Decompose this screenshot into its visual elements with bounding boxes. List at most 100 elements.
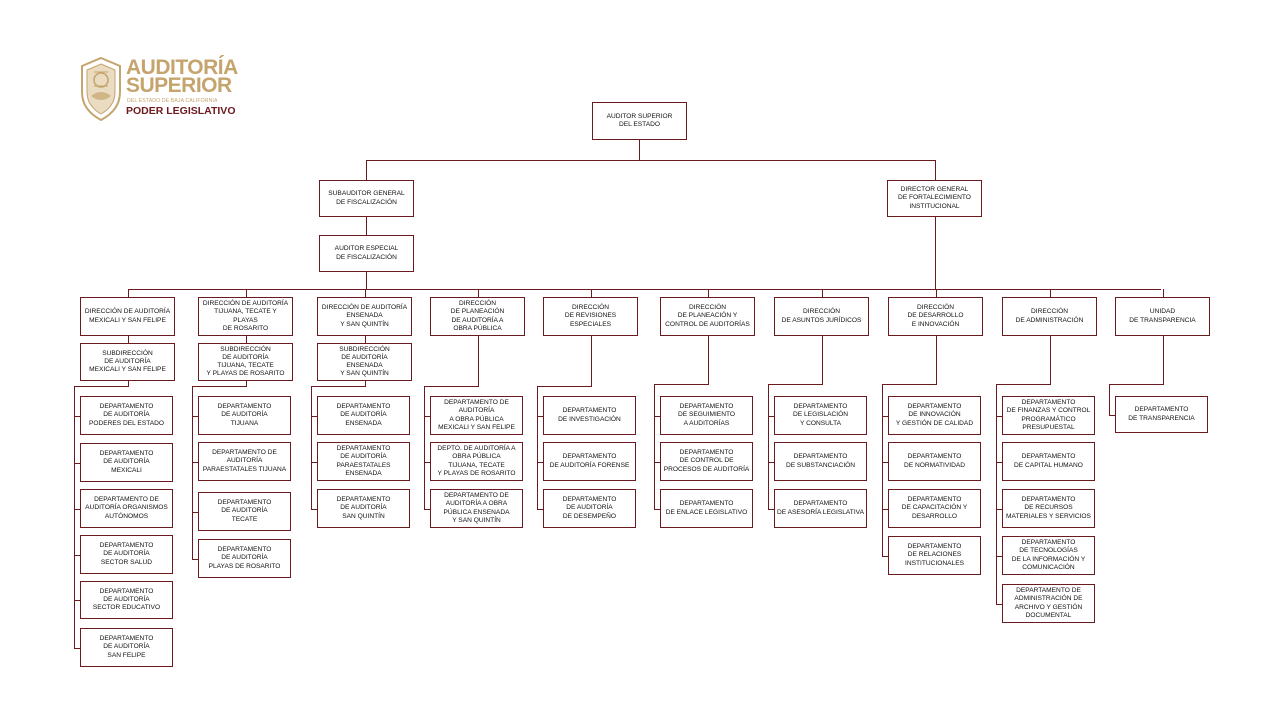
department-box: DEPARTAMENTO DE SEGUIMIENTO A AUDITORÍAS [660, 396, 753, 435]
connector-line [768, 384, 769, 510]
connector-line [311, 509, 318, 510]
connector-line [996, 604, 1003, 605]
department-box: DEPTO. DE AUDITORÍA A OBRA PÚBLICA TIJUA… [430, 442, 523, 481]
connector-line [996, 384, 1051, 385]
connector-line [192, 386, 193, 560]
subdirection-box: SUBDIRECCIÓN DE AUDITORÍA TIJUANA, TECAT… [198, 343, 293, 381]
connector-line [424, 462, 431, 463]
connector-line [1109, 384, 1110, 416]
connector-line [311, 416, 318, 417]
connector-line [366, 160, 367, 181]
auditor-especial-box: AUDITOR ESPECIAL DE FISCALIZACIÓN [319, 235, 414, 272]
department-box: DEPARTAMENTO DE AUDITORÍA A OBRA PÚBLICA… [430, 396, 523, 435]
department-box: DEPARTAMENTO DE AUDITORÍA PARAESTATALES … [198, 442, 291, 481]
department-box: DEPARTAMENTO DE AUDITORÍA PLAYAS DE ROSA… [198, 539, 291, 578]
connector-line [996, 509, 1003, 510]
department-box: DEPARTAMENTO DE RECURSOS MATERIALES Y SE… [1002, 489, 1095, 528]
connector-line [365, 289, 366, 298]
direction-box: DIRECCIÓN DE PLANEACIÓN DE AUDITORÍA A O… [430, 297, 525, 336]
department-box: DEPARTAMENTO DE AUDITORÍA FORENSE [543, 442, 636, 481]
connector-line [882, 384, 937, 385]
connector-line [478, 336, 479, 387]
connector-line [882, 556, 889, 557]
department-box: DEPARTAMENTO DE AUDITORÍA SAN FELIPE [80, 628, 173, 667]
connector-line [128, 381, 129, 387]
seal-icon [81, 56, 121, 122]
connector-line [74, 600, 81, 601]
connector-line [654, 384, 709, 385]
connector-line [365, 381, 366, 387]
connector-line [74, 509, 81, 510]
connector-line [768, 509, 775, 510]
logo-subtitle: DEL ESTADO DE BAJA CALIFORNIA [127, 98, 218, 104]
direction-box: DIRECCIÓN DE AUDITORÍA MEXICALI Y SAN FE… [80, 297, 175, 336]
connector-line [537, 386, 592, 387]
connector-line [311, 386, 366, 387]
connector-line [936, 336, 937, 385]
connector-line [1050, 336, 1051, 385]
connector-line [1163, 336, 1164, 385]
connector-line [192, 462, 199, 463]
connector-line [74, 555, 81, 556]
logo-branch: PODER LEGISLATIVO [126, 105, 236, 117]
connector-line [996, 462, 1003, 463]
department-box: DEPARTAMENTO DE NORMATIVIDAD [888, 442, 981, 481]
connector-line [311, 462, 318, 463]
department-box: DEPARTAMENTO DE INVESTIGACIÓN [543, 396, 636, 435]
connector-line [246, 289, 247, 298]
department-box: DEPARTAMENTO DE AUDITORÍA PODERES DEL ES… [80, 396, 173, 435]
connector-line [424, 509, 431, 510]
department-box: DEPARTAMENTO DE AUDITORÍA ENSENADA [317, 396, 410, 435]
connector-line [996, 416, 1003, 417]
subauditor-box: SUBAUDITOR GENERAL DE FISCALIZACIÓN [319, 180, 414, 217]
department-box: DEPARTAMENTO DE SUBSTANCIACIÓN [774, 442, 867, 481]
department-box: DEPARTAMENTO DE AUDITORÍA SECTOR SALUD [80, 535, 173, 574]
logo-word-auditoria: AUDITORÍA [126, 56, 238, 79]
connector-line [246, 336, 247, 344]
department-box: DEPARTAMENTO DE AUDITORÍA MEXICALI [80, 443, 173, 482]
direction-box: DIRECCIÓN DE DESARROLLO E INNOVACIÓN [888, 297, 983, 336]
connector-line [708, 336, 709, 385]
director-general-box: DIRECTOR GENERAL DE FORTALECIMIENTO INST… [887, 180, 982, 217]
connector-line [935, 160, 936, 181]
connector-line [537, 462, 544, 463]
connector-line [654, 509, 661, 510]
department-box: DEPARTAMENTO DE ENLACE LEGISLATIVO [660, 489, 753, 528]
department-box: DEPARTAMENTO DE TECNOLOGÍAS DE LA INFORM… [1002, 536, 1095, 575]
connector-line [1109, 415, 1116, 416]
department-box: DEPARTAMENTO DE AUDITORÍA TECATE [198, 492, 291, 531]
connector-line [424, 386, 425, 510]
connector-line [822, 336, 823, 385]
connector-line [768, 462, 775, 463]
connector-line [74, 648, 81, 649]
connector-line [537, 416, 544, 417]
connector-line [74, 386, 129, 387]
department-box: DEPARTAMENTO DE AUDITORÍA SECTOR EDUCATI… [80, 581, 173, 619]
department-box: DEPARTAMENTO DE ASESORÍA LEGISLATIVA [774, 489, 867, 528]
connector-line [366, 217, 367, 236]
connector-line [639, 140, 640, 161]
connector-line [591, 336, 592, 387]
connector-line [654, 462, 661, 463]
department-box: DEPARTAMENTO DE TRANSPARENCIA [1115, 396, 1208, 433]
connector-line [822, 289, 823, 298]
connector-line [192, 386, 247, 387]
connector-line [537, 386, 538, 510]
connector-line [882, 416, 889, 417]
connector-line [311, 386, 312, 510]
direction-box: DIRECCIÓN DE REVISIONES ESPECIALES [543, 297, 638, 336]
connector-line [128, 289, 1161, 290]
department-box: DEPARTAMENTO DE RELACIONES INSTITUCIONAL… [888, 536, 981, 575]
connector-line [935, 217, 936, 290]
connector-line [996, 384, 997, 605]
connector-line [708, 289, 709, 298]
department-box: DEPARTAMENTO DE LEGISLACIÓN Y CONSULTA [774, 396, 867, 435]
logo-word-superior: SUPERIOR [126, 74, 232, 97]
department-box: DEPARTAMENTO DE AUDITORÍA ORGANISMOS AUT… [80, 489, 173, 528]
department-box: DEPARTAMENTO DE AUDITORÍA SAN QUINTÍN [317, 489, 410, 528]
connector-line [537, 509, 544, 510]
department-box: DEPARTAMENTO DE AUDITORÍA A OBRA PÚBLICA… [430, 489, 523, 528]
auditor-superior-box: AUDITOR SUPERIOR DEL ESTADO [592, 102, 687, 140]
connector-line [365, 336, 366, 344]
